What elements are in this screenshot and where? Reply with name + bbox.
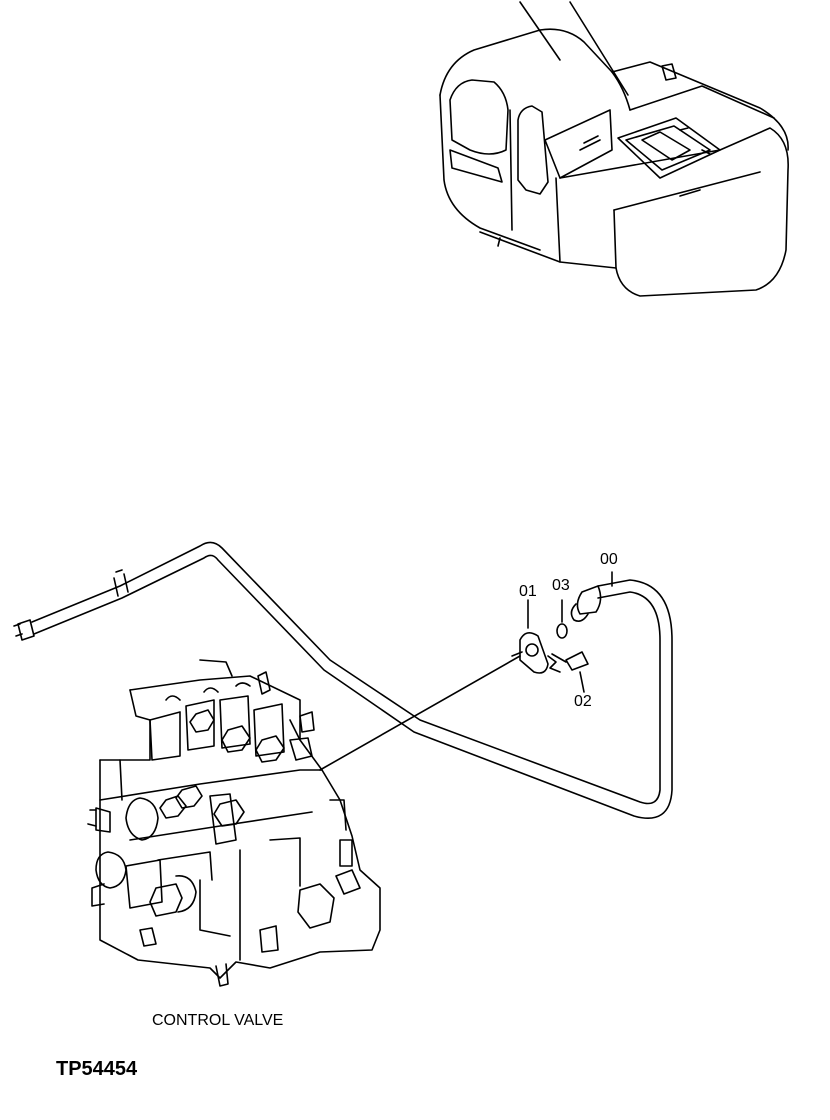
control-valve-illustration <box>87 659 381 987</box>
hydraulic-pipe <box>13 541 673 819</box>
figure-id: TP54454 <box>56 1058 138 1080</box>
callout-part-00: 00 <box>600 551 618 568</box>
excavator-illustration <box>439 1 789 297</box>
flange-parts <box>511 571 613 693</box>
callout-part-01: 01 <box>519 583 537 600</box>
callout-part-03: 03 <box>552 577 570 594</box>
callout-part-02: 02 <box>574 693 592 710</box>
control-valve-caption: CONTROL VALVE <box>152 1012 284 1029</box>
